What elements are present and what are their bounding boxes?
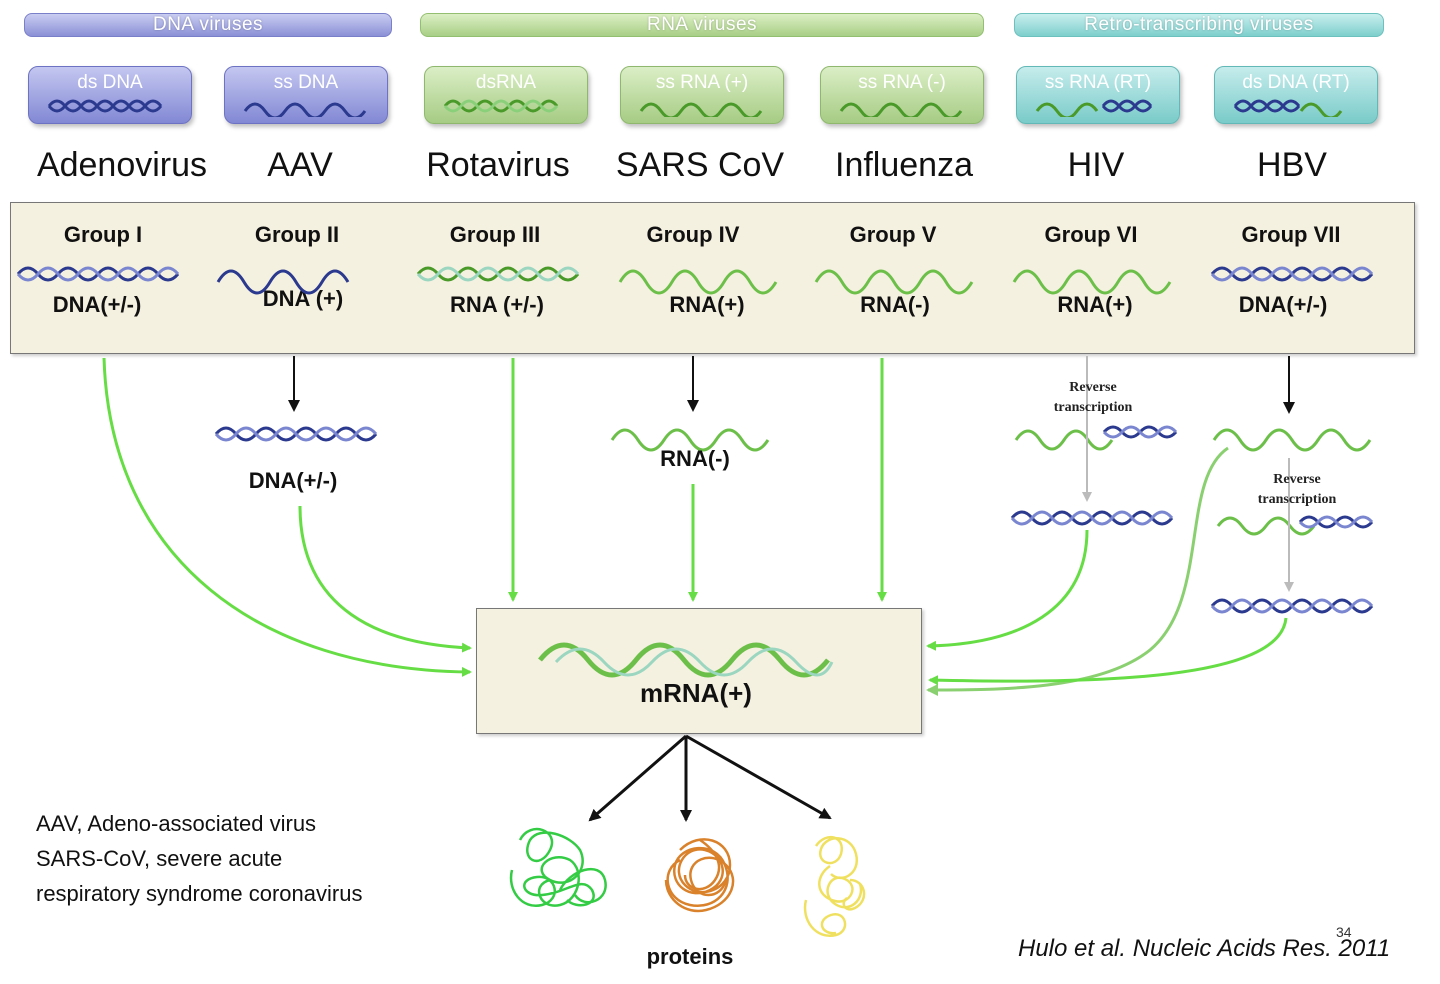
genome-type-ss-rna-rt: ss RNA (RT) bbox=[1016, 66, 1180, 124]
protein-green-icon bbox=[509, 828, 607, 908]
ss-rna-icon bbox=[839, 102, 963, 117]
genome-type-label: dsRNA bbox=[475, 72, 537, 93]
protein-orange-icon bbox=[664, 838, 735, 913]
genome-type-ss-dna: ss DNA bbox=[224, 66, 388, 124]
arrow-hbv-dsdna-to-mrna bbox=[928, 617, 1288, 686]
group-iv-ssrna-icon bbox=[618, 269, 778, 295]
group-vi-ssrna-icon bbox=[1012, 269, 1172, 295]
hbv-dsdna-icon bbox=[1210, 598, 1374, 614]
category-retro-viruses: Retro-transcribing viruses bbox=[1014, 13, 1384, 37]
hiv-hybrid-icon bbox=[1014, 425, 1178, 451]
virus-name-adenovirus: Adenovirus bbox=[36, 146, 208, 184]
genome-type-ss-rna-plus: ss RNA (+) bbox=[620, 66, 784, 124]
genome-type-ds-dna-rt: ds DNA (RT) bbox=[1214, 66, 1378, 124]
sars-intermediate-label: RNA(-) bbox=[660, 446, 730, 471]
aav-intermediate-label: DNA(+/-) bbox=[248, 468, 338, 493]
citation: Hulo et al. Nucleic Acids Res. 2011 bbox=[1018, 935, 1391, 962]
group-title: Group I bbox=[63, 222, 143, 247]
ds-dna-icon bbox=[47, 99, 163, 113]
group-v-ssrna-icon bbox=[814, 269, 974, 295]
ss-rna-icon bbox=[639, 102, 763, 117]
genome-type-label: ss DNA bbox=[273, 72, 339, 93]
group-genome-type: RNA(+) bbox=[1057, 292, 1133, 317]
group-title: Group II bbox=[254, 222, 340, 247]
group-genome-type: DNA(+/-) bbox=[1238, 292, 1328, 317]
genome-type-label: ds DNA bbox=[77, 72, 143, 93]
hbv-ssrna-icon bbox=[1212, 428, 1372, 452]
genome-type-label: ss RNA (RT) bbox=[1044, 72, 1152, 93]
group-title: Group VI bbox=[1044, 222, 1138, 247]
group-title: Group III bbox=[449, 222, 541, 247]
genome-type-label: ss RNA (+) bbox=[655, 72, 749, 93]
category-rna-viruses: RNA viruses bbox=[420, 13, 984, 37]
page-number: 34 bbox=[1336, 924, 1352, 940]
group-genome-type: RNA(+) bbox=[669, 292, 745, 317]
footnote-line: respiratory syndrome coronavirus bbox=[36, 881, 363, 906]
ds-rna-icon bbox=[443, 99, 559, 113]
hiv-dsdna-icon bbox=[1010, 510, 1174, 526]
mrna-label: mRNA(+) bbox=[640, 678, 752, 708]
baltimore-groups-box bbox=[10, 202, 1415, 354]
footnote-line: SARS-CoV, severe acute bbox=[36, 846, 283, 871]
category-label: Retro-transcribing viruses bbox=[1084, 14, 1314, 35]
genome-type-label: ss RNA (-) bbox=[858, 72, 946, 93]
group-i-dsdna-icon bbox=[16, 266, 180, 282]
arrow-group-i-to-mrna bbox=[102, 357, 472, 677]
group-genome-type: RNA (+/-) bbox=[450, 292, 544, 317]
ss-rna-rt-icon bbox=[1035, 99, 1153, 117]
arrow-mrna-to-protein-1 bbox=[588, 734, 687, 822]
protein-yellow-icon bbox=[803, 835, 866, 938]
category-dna-viruses: DNA viruses bbox=[24, 13, 392, 37]
ss-dna-icon bbox=[243, 102, 367, 117]
footnote: AAV, Adeno-associated virus SARS-CoV, se… bbox=[36, 806, 362, 911]
group-genome-type: RNA(-) bbox=[860, 292, 930, 317]
arrow-mrna-to-protein-3 bbox=[685, 734, 832, 820]
arrow-aav-dsdna-to-mrna bbox=[298, 505, 472, 653]
virus-name-rotavirus: Rotavirus bbox=[426, 146, 570, 184]
hbv-hybrid-icon bbox=[1216, 515, 1374, 536]
category-label: DNA viruses bbox=[152, 14, 264, 35]
virus-name-sars-cov: SARS CoV bbox=[615, 146, 785, 184]
genome-type-dsrna: dsRNA bbox=[424, 66, 588, 124]
footnote-line: AAV, Adeno-associated virus bbox=[36, 811, 317, 836]
virus-name-aav: AAV bbox=[267, 146, 333, 184]
sars-intermediate-ssrna-icon bbox=[610, 428, 770, 452]
group-vii-dsdna-icon bbox=[1210, 266, 1374, 282]
ds-dna-rt-icon bbox=[1233, 99, 1343, 117]
group-genome-type: DNA(+/-) bbox=[52, 292, 142, 317]
mrna-strand-icon bbox=[538, 642, 834, 678]
virus-name-influenza: Influenza bbox=[835, 146, 973, 184]
genome-type-ds-dna: ds DNA bbox=[28, 66, 192, 124]
group-ii-ssdna-icon bbox=[216, 269, 350, 295]
genome-type-label: ds DNA (RT) bbox=[1242, 72, 1350, 93]
arrow-hiv-dsdna-to-mrna bbox=[926, 529, 1089, 651]
category-label: RNA viruses bbox=[646, 14, 758, 35]
proteins-label: proteins bbox=[646, 944, 734, 969]
group-title: Group V bbox=[849, 222, 937, 247]
group-title: Group IV bbox=[646, 222, 740, 247]
group-title: Group VII bbox=[1241, 222, 1341, 247]
virus-name-hbv: HBV bbox=[1257, 146, 1327, 184]
group-iii-dsrna-icon bbox=[416, 266, 580, 282]
arrow-hbv-rna-to-mrna bbox=[926, 446, 1229, 696]
genome-type-ss-rna-minus: ss RNA (-) bbox=[820, 66, 984, 124]
hiv-reverse-transcription-label: Reverse transcription bbox=[1053, 380, 1133, 415]
hbv-reverse-transcription-label: Reverse transcription bbox=[1257, 472, 1337, 507]
aav-intermediate-dsdna-icon bbox=[214, 426, 378, 442]
virus-name-hiv: HIV bbox=[1067, 146, 1125, 184]
